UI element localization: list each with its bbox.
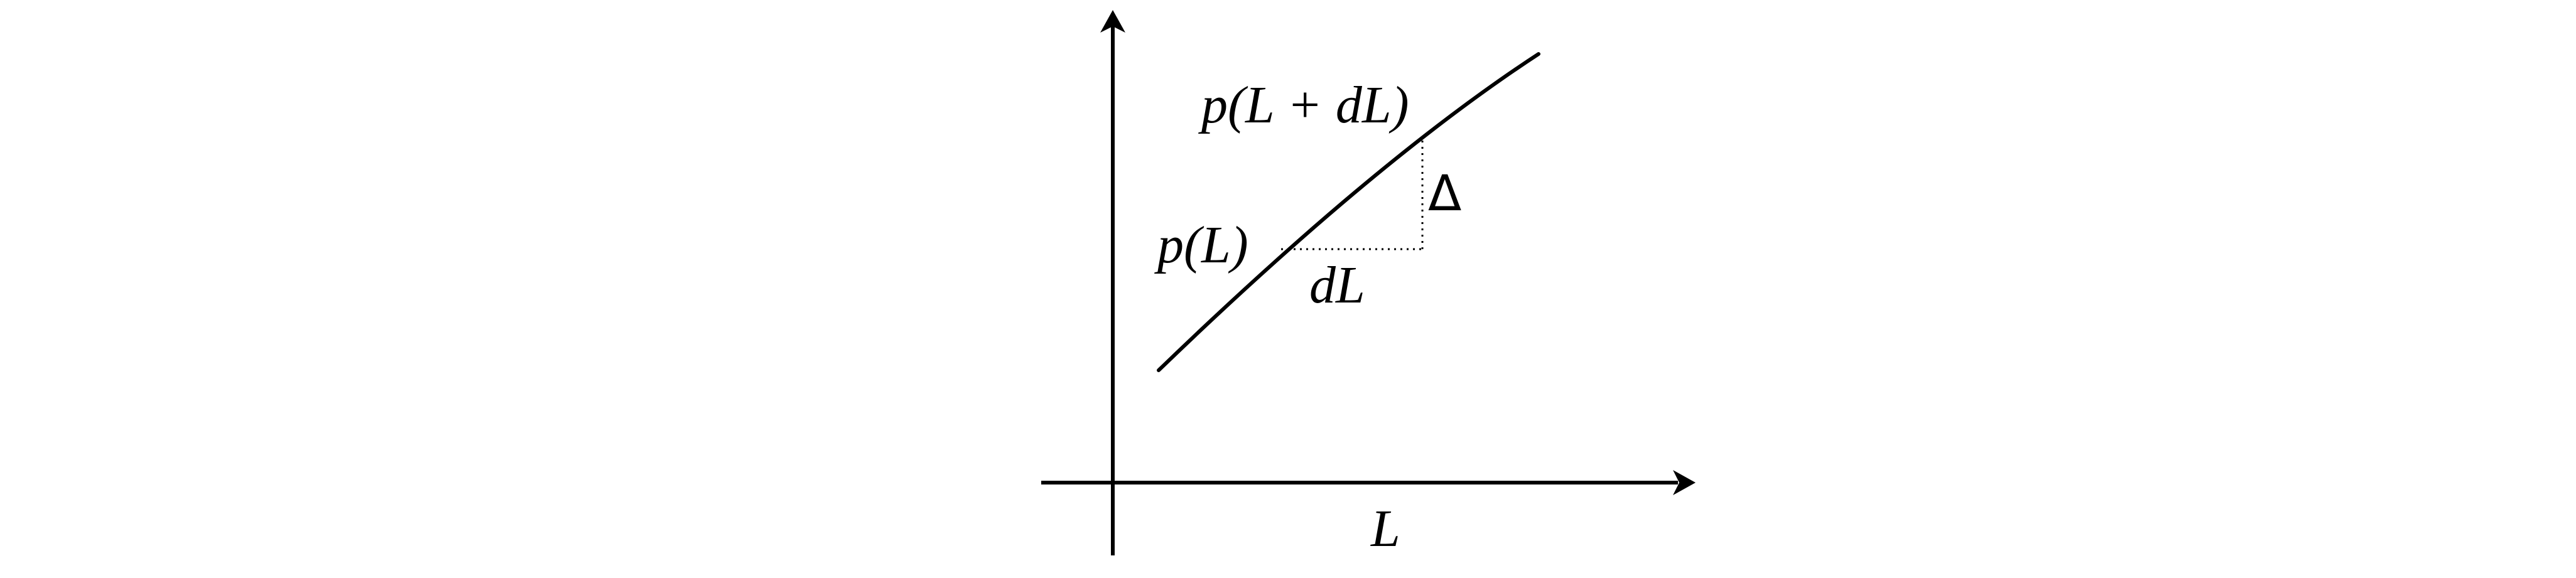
x-axis	[1041, 470, 1696, 495]
horizontal-step-label: dL	[1309, 256, 1365, 314]
y-axis-arrowhead	[1100, 10, 1125, 33]
curve-label-upper: p(L + dL)	[1198, 76, 1409, 134]
x-axis-arrowhead	[1673, 470, 1696, 495]
y-axis	[1100, 10, 1125, 555]
p-curve	[1157, 52, 1540, 372]
vertical-step-label: Δ	[1428, 166, 1461, 222]
curve-label-lower: p(L)	[1154, 216, 1248, 274]
x-axis-label: L	[1370, 500, 1400, 558]
